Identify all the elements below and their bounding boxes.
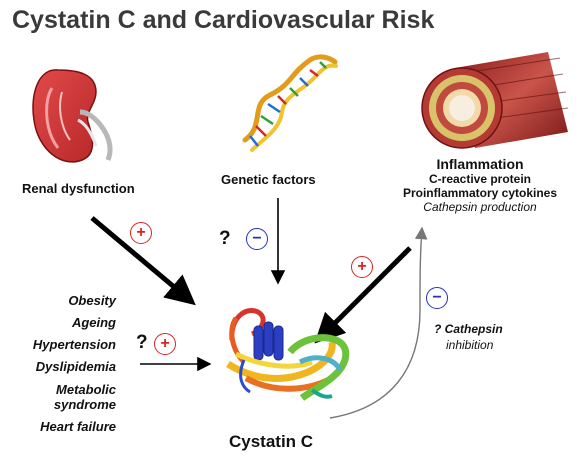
cystatin-protein-structure <box>226 308 350 401</box>
arrow-feedback-cathepsin-inhibition <box>329 226 428 419</box>
risk-factor-ageing: Ageing <box>71 315 116 330</box>
label-cathepsin-inhibition-line2: inhibition <box>446 338 494 353</box>
risk-factor-obesity: Obesity <box>68 293 116 308</box>
label-cathepsin-inhibition-line1: ? Cathepsin <box>434 322 503 336</box>
question-mark-risk-factors: ? <box>136 332 148 353</box>
question-mark-genetic: ? <box>219 228 231 249</box>
label-genetic-factors: Genetic factors <box>221 172 316 187</box>
label-cathepsin-production: Cathepsin production <box>423 200 537 214</box>
label-c-reactive-protein: C-reactive protein <box>428 172 532 186</box>
risk-factor-heart-failure: Heart failure <box>40 419 116 434</box>
label-cystatin-c: Cystatin C <box>229 432 314 451</box>
label-proinflammatory-cytokines: Proinflammatory cytokines <box>402 186 558 200</box>
dna-helix-icon <box>242 54 338 152</box>
label-inflammation: Inflammation <box>436 156 524 172</box>
cathepsin-inhibition-label: ? Cathepsin inhibition <box>434 321 503 353</box>
label-renal-dysfunction: Renal dysfunction <box>22 181 135 196</box>
page-title: Cystatin C and Cardiovascular Risk <box>12 6 435 34</box>
minus-sign-genetic: − <box>246 228 268 250</box>
risk-factor-hypertension: Hypertension <box>32 337 116 352</box>
arrow-inflammation-to-cystatin <box>314 246 412 344</box>
risk-factor-dyslipidemia: Dyslipidemia <box>35 359 116 374</box>
artery-icon <box>421 52 569 149</box>
plus-sign-renal: + <box>130 222 152 244</box>
risk-factor-syndrome: syndrome <box>53 397 116 412</box>
arrow-renal-to-cystatin <box>90 216 196 306</box>
minus-sign-cathepsin: − <box>426 287 448 309</box>
kidney-icon <box>32 69 113 163</box>
inflammation-block: Inflammation C-reactive protein Proinfla… <box>380 156 580 214</box>
plus-sign-inflammation: + <box>351 256 373 278</box>
plus-sign-risk-factors: + <box>154 333 176 355</box>
risk-factor-metabolic: Metabolic <box>56 382 116 397</box>
risk-factor-list: Obesity Ageing Hypertension Dyslipidemia… <box>10 290 116 438</box>
